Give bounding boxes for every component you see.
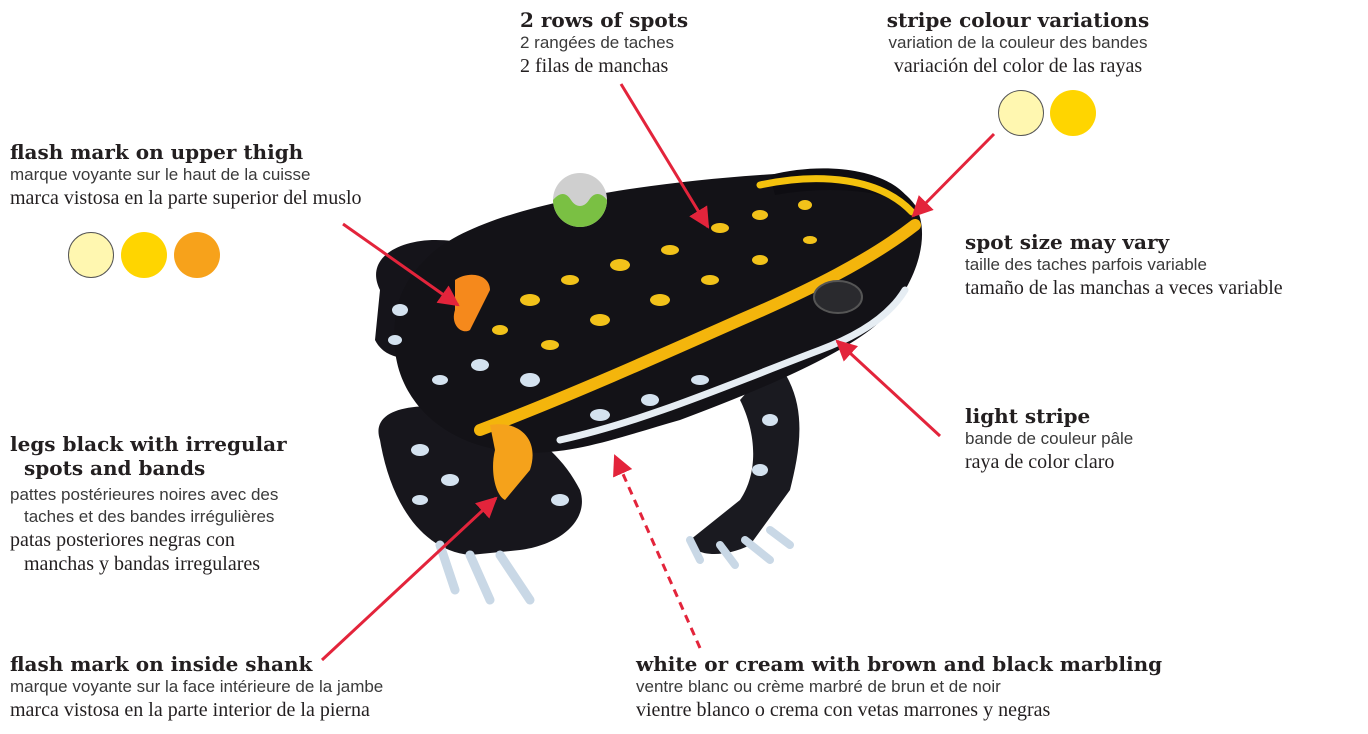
label-en: spot size may vary [965, 230, 1283, 254]
label-es-1: patas posteriores negras con [10, 528, 287, 552]
swatch-yellow-stripe [1050, 90, 1096, 136]
label-es-2: manchas y bandas irregulares [10, 552, 287, 576]
label-fr: taille des taches parfois variable [965, 254, 1283, 276]
label-fr-1: pattes postérieures noires avec des [10, 484, 287, 506]
frog-eye [814, 281, 862, 313]
label-es: vientre blanco o crema con vetas marrone… [636, 698, 1162, 722]
arrow-belly [615, 456, 700, 648]
spot-rows-symbol [553, 173, 607, 227]
label-es: tamaño de las manchas a veces variable [965, 276, 1283, 300]
label-en: light stripe [965, 404, 1133, 428]
label-belly: white or cream with brown and black marb… [636, 652, 1162, 722]
label-spot-size: spot size may vary taille des taches par… [965, 230, 1283, 300]
label-en: flash mark on inside shank [10, 652, 383, 676]
label-fr: marque voyante sur le haut de la cuisse [10, 164, 362, 186]
swatch-pale-yellow-thigh [68, 232, 114, 278]
label-en: stripe colour variations [868, 8, 1168, 32]
label-es: 2 filas de manchas [520, 54, 688, 78]
swatch-orange-thigh [174, 232, 220, 278]
arrow-flash-shank [322, 498, 496, 660]
label-light-stripe: light stripe bande de couleur pâle raya … [965, 404, 1133, 474]
label-fr: ventre blanc ou crème marbré de brun et … [636, 676, 1162, 698]
label-en: white or cream with brown and black marb… [636, 652, 1162, 676]
label-fr-2: taches et des bandes irrégulières [10, 506, 287, 528]
label-fr: bande de couleur pâle [965, 428, 1133, 450]
arrow-stripe-colour [913, 134, 994, 216]
label-rows-of-spots: 2 rows of spots 2 rangées de taches 2 fi… [520, 8, 688, 78]
label-flash-shank: flash mark on inside shank marque voyant… [10, 652, 383, 722]
label-fr: marque voyante sur la face intérieure de… [10, 676, 383, 698]
label-es: raya de color claro [965, 450, 1133, 474]
swatch-pale-yellow-stripe [998, 90, 1044, 136]
arrow-light-stripe [837, 341, 940, 436]
label-es: marca vistosa en la parte interior de la… [10, 698, 383, 722]
label-en: flash mark on upper thigh [10, 140, 362, 164]
label-en-2: spots and bands [10, 456, 287, 480]
label-fr: variation de la couleur des bandes [868, 32, 1168, 54]
label-fr: 2 rangées de taches [520, 32, 688, 54]
swatch-yellow-thigh [121, 232, 167, 278]
label-legs: legs black with irregular spots and band… [10, 432, 287, 576]
label-en-1: legs black with irregular [10, 432, 287, 456]
label-stripe-colour: stripe colour variations variation de la… [868, 8, 1168, 78]
label-es: variación del color de las rayas [868, 54, 1168, 78]
label-flash-thigh: flash mark on upper thigh marque voyante… [10, 140, 362, 210]
label-en: 2 rows of spots [520, 8, 688, 32]
label-es: marca vistosa en la parte superior del m… [10, 186, 362, 210]
